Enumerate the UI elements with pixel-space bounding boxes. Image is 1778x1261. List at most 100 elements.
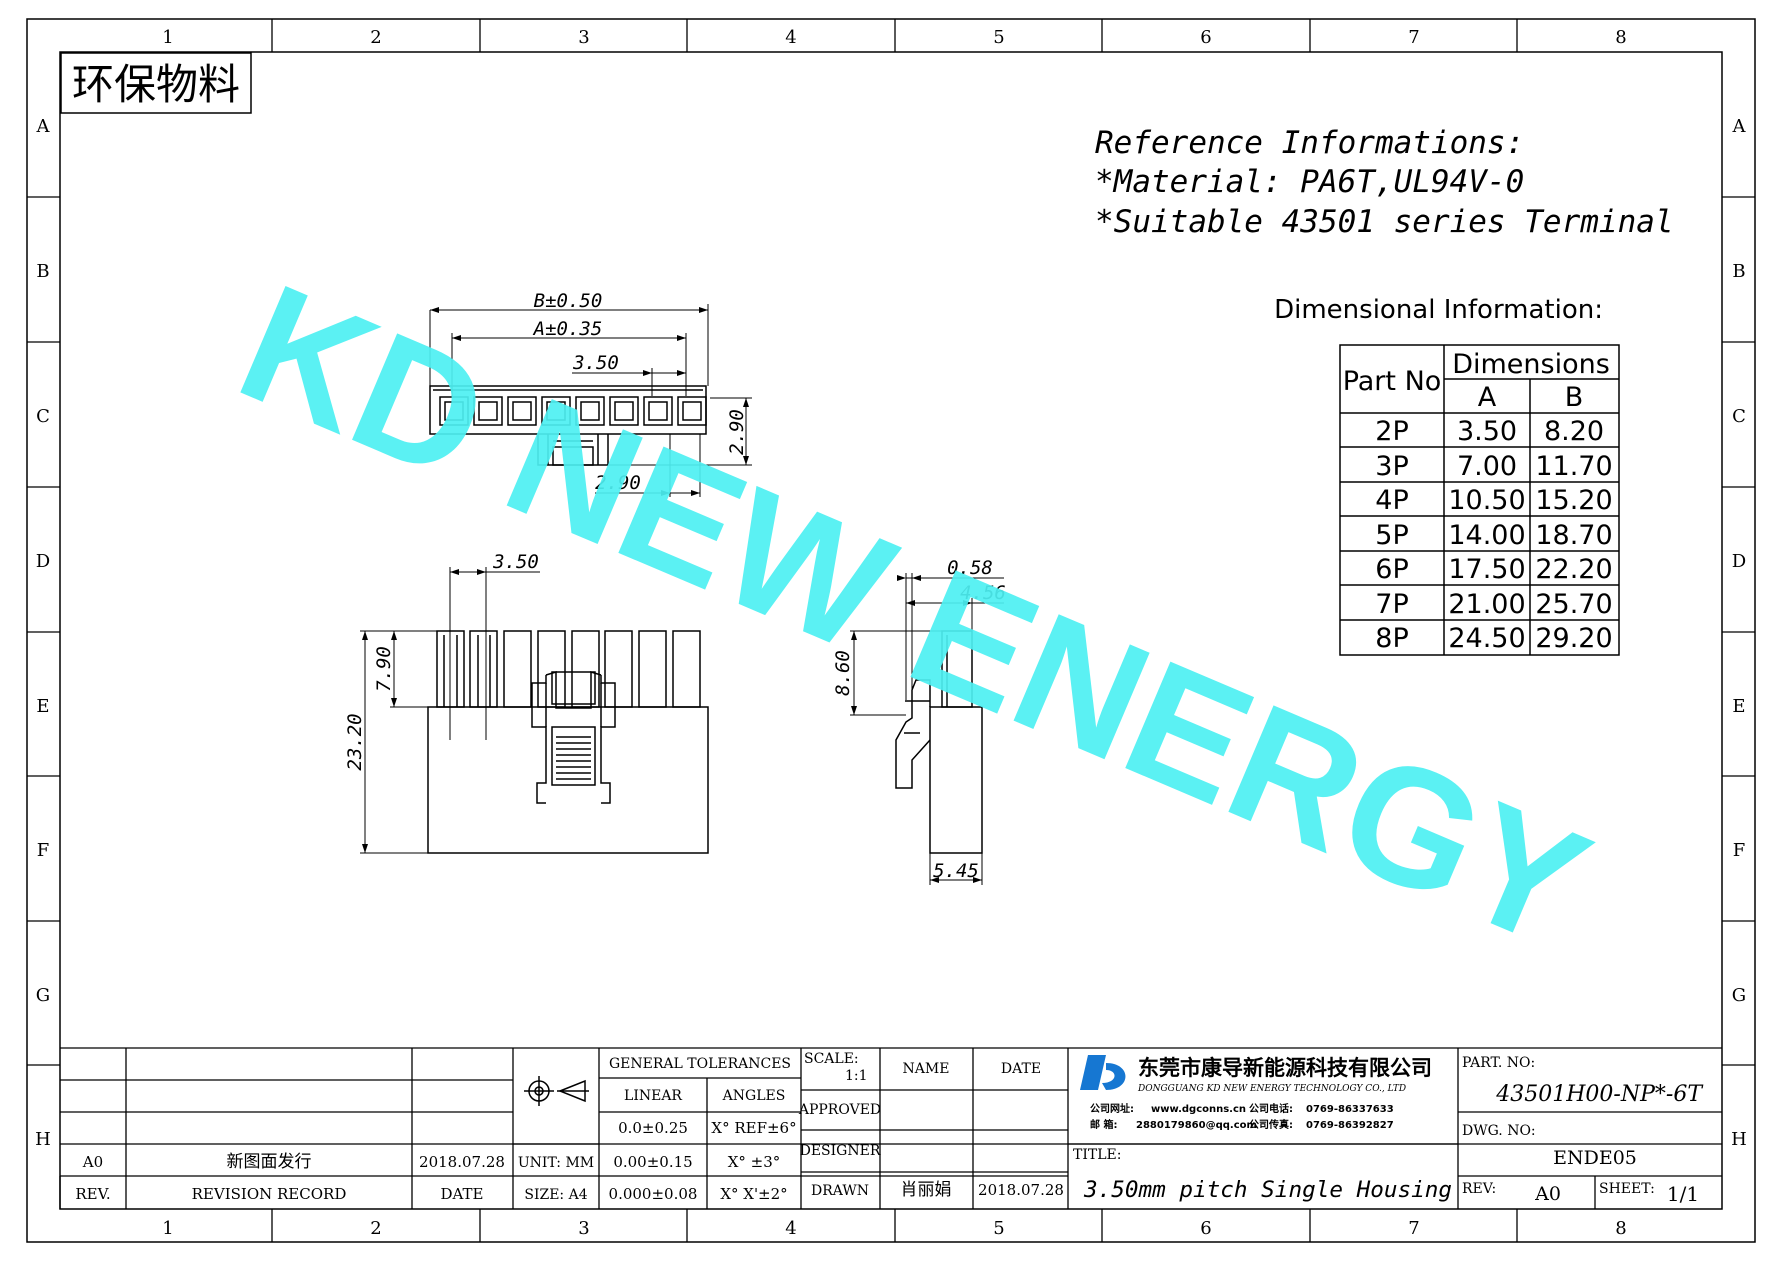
front-view [427,630,709,854]
reference-terminal: *Suitable 43501 series Terminal [1095,204,1674,240]
dim-860-label: 8.60 [832,650,854,696]
linear-header: LINEAR [624,1088,682,1104]
dim-pitch-front-label: 3.50 [492,551,539,573]
col-label-4: 4 [785,27,796,48]
table-cell-a: 24.50 [1448,623,1525,654]
row-label-d: D [36,551,50,572]
row-label-g: G [36,985,50,1006]
table-header-b: B [1565,382,1584,413]
dim-058-label: 0.58 [947,557,993,579]
col-label-6: 6 [1200,27,1211,48]
tel-value: 0769-86337633 [1306,1104,1394,1115]
designer-label: DESIGNER [800,1143,881,1159]
col-label-1: 1 [162,27,173,48]
company-name-cn: 东莞市康导新能源科技有限公司 [1138,1056,1432,1080]
fax-label: 公司传真: [1249,1118,1293,1131]
col-label-8: 8 [1615,27,1626,48]
projection-symbol-icon [524,1076,589,1106]
table-cell-b: 11.70 [1535,451,1612,482]
table-cell-a: 3.50 [1457,416,1517,447]
row-label-b-right: B [1732,261,1745,282]
company-name-en: DONGGUANG KD NEW ENERGY TECHNOLOGY CO., … [1137,1084,1406,1094]
table-cell-part: 6P [1375,554,1408,585]
col-label-1-bottom: 1 [162,1218,173,1239]
col-label-2-bottom: 2 [370,1218,381,1239]
angle-tol-3: X° X'±2° [720,1185,787,1203]
scale-label: SCALE: [804,1051,859,1067]
row-label-f: F [37,840,50,861]
table-cell-a: 21.00 [1448,589,1525,620]
side-view-dimensions [850,573,1004,885]
dim-pitch-top-label: 3.50 [572,352,619,374]
angle-tol-1: X° REF±6° [711,1119,796,1137]
row-label-f-right: F [1733,840,1746,861]
top-view-dimensions [429,304,752,497]
mail-label: 邮 箱: [1090,1118,1117,1131]
col-label-8-bottom: 8 [1615,1218,1626,1239]
row-label-e-right: E [1732,696,1745,717]
table-cell-a: 14.00 [1448,520,1525,551]
table-cell-part: 2P [1375,416,1408,447]
side-view-arrows [851,575,982,883]
table-header-part: Part No [1343,366,1442,397]
table-cell-b: 15.20 [1535,485,1612,516]
title-block [59,1047,1722,1209]
rev-date: 2018.07.28 [419,1153,505,1171]
sheet-label: SHEET: [1599,1181,1655,1197]
dimensional-title: Dimensional Information: [1274,295,1603,325]
col-label-2: 2 [370,27,381,48]
drawing-title: 3.50mm pitch Single Housing [1083,1178,1452,1203]
frame-zone-labels: 1 2 3 4 5 6 7 8 1 2 3 4 5 6 7 8 A B C D … [35,27,1747,1239]
table-cell-b: 29.20 [1535,623,1612,654]
rev-a0: A0 [82,1153,103,1171]
dwg-number: ENDE05 [1553,1147,1637,1169]
scale-value: 1:1 [845,1068,868,1084]
front-view-terminals [436,630,701,708]
row-label-c-right: C [1732,406,1746,427]
front-view-arrows [362,569,486,853]
table-cell-part: 5P [1375,520,1408,551]
web-value: www.dgconns.cn [1151,1104,1246,1115]
dim-456-label: 4.56 [960,582,1006,604]
dim-2320-label: 23.20 [344,713,366,770]
drawn-name: 肖丽娟 [901,1180,952,1200]
general-tolerances: GENERAL TOLERANCES [609,1056,791,1072]
row-label-g-right: G [1732,985,1746,1006]
col-label-5-bottom: 5 [993,1218,1004,1239]
row-label-c: C [36,406,50,427]
dim-a-label: A±0.35 [533,318,603,340]
table-cell-part: 3P [1375,451,1408,482]
dim-h290-label: 2.90 [595,472,641,494]
linear-tol-1: 0.0±0.25 [618,1119,688,1137]
table-header-a: A [1478,382,1497,413]
table-cell-a: 7.00 [1457,451,1517,482]
row-label-b: B [36,261,49,282]
tel-label: 公司电话: [1249,1102,1293,1115]
table-cell-part: 8P [1375,623,1408,654]
hdr-rev: REV. [75,1185,110,1203]
table-header-dimensions: Dimensions [1452,349,1610,380]
dim-790-label: 7.90 [373,646,395,692]
reference-info: Reference Informations: *Material: PA6T,… [1095,125,1674,240]
approved-label: APPROVED [798,1102,881,1118]
linear-tol-2: 0.00±0.15 [613,1153,692,1171]
table-cell-part: 4P [1375,485,1408,516]
top-view-arrows [430,307,749,496]
title-label: TITLE: [1073,1147,1121,1163]
linear-tol-3: 0.000±0.08 [609,1185,698,1203]
eco-material-label: 环保物料 [60,52,252,114]
rev-value: A0 [1534,1183,1561,1205]
row-label-e: E [36,696,49,717]
web-label: 公司网址: [1090,1102,1134,1115]
size-label: SIZE: A4 [524,1187,587,1203]
angle-tol-2: X° ±3° [728,1153,781,1171]
hdr-date: DATE [441,1185,484,1203]
row-label-h: H [35,1129,51,1150]
col-label-7: 7 [1408,27,1419,48]
dim-b-label: B±0.50 [534,290,603,312]
front-view-latch [531,670,616,804]
table-cell-b: 8.20 [1544,416,1604,447]
table-cell-a: 10.50 [1448,485,1525,516]
dim-v290-label: 2.90 [726,409,748,455]
